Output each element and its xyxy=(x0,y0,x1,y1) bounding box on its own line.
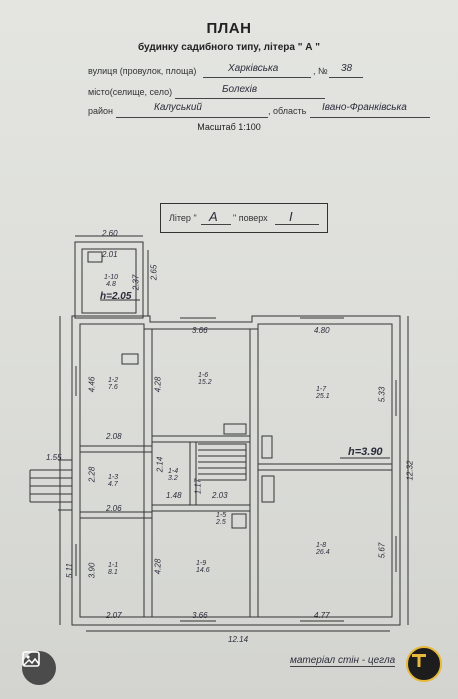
dim-208: 2.08 xyxy=(106,432,122,441)
city-label: місто(селище, село) xyxy=(88,87,173,97)
dim-155: 1.55 xyxy=(46,453,62,462)
dim-567: 5.67 xyxy=(377,542,387,559)
street-label: вулиця (провулок, площа) xyxy=(88,66,197,76)
app-logo-icon xyxy=(412,654,426,667)
material-note: матеріал стін - цегла xyxy=(290,655,396,667)
dim-446: 4.46 xyxy=(87,376,97,393)
dim-480: 4.80 xyxy=(314,326,330,335)
dim-265: 2.65 xyxy=(149,264,159,281)
liter-label: Літер " xyxy=(169,213,197,223)
city-value: Болехів xyxy=(222,84,258,95)
height-390: h=3.90 xyxy=(348,446,383,458)
dim-533: 5.33 xyxy=(377,386,387,403)
gallery-button[interactable] xyxy=(22,651,56,685)
dim-207: 2.07 xyxy=(106,611,122,620)
dim-201: 2.01 xyxy=(102,250,118,259)
height-205: h=2.05 xyxy=(100,291,132,302)
dim-390: 3.90 xyxy=(87,562,97,579)
dim-117: 1.17 xyxy=(193,478,203,495)
dim-237: 2.37 xyxy=(131,274,141,291)
gallery-icon xyxy=(22,651,40,667)
number-label: , № xyxy=(313,66,328,76)
dim-203: 2.03 xyxy=(212,491,228,500)
dim-214: 2.14 xyxy=(155,456,165,473)
dim-428-top: 4.28 xyxy=(153,376,163,393)
dim-511: 5.11 xyxy=(64,563,74,578)
dim-366-top: 3.66 xyxy=(192,326,208,335)
page-subtitle: будинку садибного типу, літера " А " xyxy=(138,42,320,53)
dim-148: 1.48 xyxy=(166,491,182,500)
oblast-label: , область xyxy=(268,106,307,116)
liter-value: А xyxy=(209,209,218,224)
dim-1214: 12.14 xyxy=(228,635,249,644)
district-label: район xyxy=(88,106,114,116)
dim-366-bottom: 3.66 xyxy=(192,611,208,620)
dim-1232: 12.32 xyxy=(405,460,415,481)
floor-value: І xyxy=(289,209,293,224)
number-value: 38 xyxy=(341,63,353,74)
district-value: Калуський xyxy=(154,102,202,113)
app-logo-button[interactable] xyxy=(406,646,442,682)
dim-477: 4.77 xyxy=(314,611,330,620)
oblast-value: Івано-Франківська xyxy=(322,102,407,113)
dim-260: 2.60 xyxy=(102,229,118,238)
dim-228: 2.28 xyxy=(87,466,97,483)
liter-box: Літер " А " поверх І xyxy=(160,203,328,233)
street-value: Харківська xyxy=(228,63,279,74)
page-title: ПЛАН xyxy=(206,20,252,37)
dim-206: 2.06 xyxy=(106,504,122,513)
dim-428-bottom: 4.28 xyxy=(153,558,163,575)
floor-label: " поверх xyxy=(233,213,268,223)
scale-text: Масштаб 1:100 xyxy=(197,122,261,132)
